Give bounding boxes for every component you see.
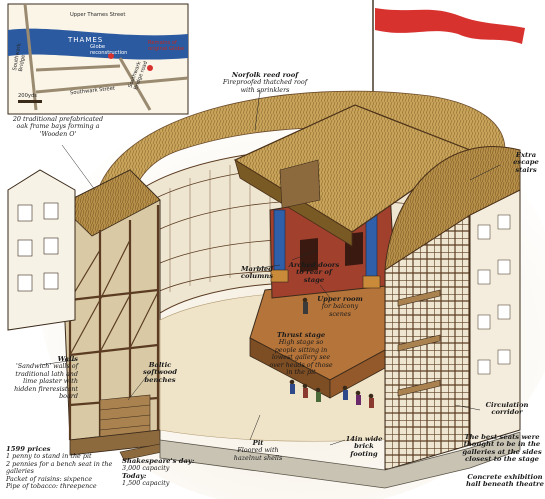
map-streets (23, 3, 189, 111)
label-thrust-desc: High stage so people sitting in lowest g… (269, 338, 333, 377)
label-upper-room-title: Upper room (317, 295, 363, 303)
price-line-3: Packet of raisins: sixpence (6, 474, 92, 483)
leader-lines (39, 89, 501, 446)
left-cutaway-bay (59, 169, 163, 461)
right-cutaway-tower (384, 189, 521, 471)
price-line-4: Pipe of tobacco: threepence (6, 482, 97, 491)
map-street-upper: Upper Thames Street (70, 12, 126, 18)
label-roof: Norfolk reed roof Fireproofed thatched r… (220, 71, 310, 94)
label-concrete-text: Concrete exhibition hall beneath theatre (466, 473, 544, 489)
label-walls-desc: 'Sandwich' walls of traditional lath and… (14, 362, 78, 401)
map-globe-label: Globe reconstruction (90, 44, 128, 56)
label-escape: Extra escape stairs (508, 151, 544, 174)
label-best-seats-text: The best seats were thought to be in the… (462, 433, 542, 464)
label-circulation: Circulation corridor (478, 401, 536, 417)
label-escape-title: Extra escape stairs (513, 151, 539, 174)
label-thrust-title: Thrust stage (276, 331, 326, 339)
upper-room-window (279, 159, 321, 209)
map-remains-label: Remains of original Globe (148, 40, 185, 52)
label-frame-bays: 20 traditional prefabricated oak frame b… (12, 115, 104, 138)
label-arched-title: Arched doors to rear of stage (288, 261, 340, 284)
capacity-then: 3,000 capacity (122, 464, 170, 473)
label-circulation-title: Circulation corridor (485, 401, 529, 417)
label-footing: 14in wide brick footing (342, 435, 386, 458)
price-line-1: 1 penny to stand in the pit (6, 452, 92, 461)
globe-marker (108, 53, 114, 59)
concrete-foundation (159, 431, 521, 489)
price-line-2: 2 pennies for a bench seat in the galler… (6, 459, 113, 476)
label-thrust-stage: Thrust stage High stage so people sittin… (268, 331, 334, 377)
label-roof-desc: Fireproofed thatched roof with sprinkler… (222, 78, 308, 94)
label-baltic-title: Baltic softwood benches (142, 361, 178, 384)
location-map (7, 3, 189, 115)
label-upper-room-desc: for balcony scenes (321, 302, 359, 318)
prices-box: 1599 prices 1 penny to stand in the pit … (6, 445, 118, 491)
label-arched: Arched doors to rear of stage (288, 261, 340, 284)
label-marbled: Marbled columns (236, 265, 278, 281)
right-ring-roof (384, 146, 521, 271)
label-upper-room: Upper room for balcony scenes (314, 295, 366, 318)
red-flag-banner (375, 8, 525, 44)
label-roof-title: Norfolk reed roof (231, 71, 299, 79)
label-marbled-title: Marbled columns (240, 265, 274, 281)
label-best-seats: The best seats were thought to be in the… (462, 433, 542, 464)
arched-door-left (300, 238, 318, 272)
river-thames (8, 28, 188, 60)
capacity-box: Shakespeare's day: 3,000 capacity Today:… (122, 457, 202, 488)
label-pit-desc: Floored with hazelnut shells (233, 446, 283, 462)
label-walls-title: Walls (57, 355, 78, 363)
prices-title: 1599 prices (6, 445, 51, 453)
marbled-columns (270, 207, 381, 289)
remains-marker (147, 65, 153, 71)
map-scale-bar (18, 100, 42, 103)
label-concrete: Concrete exhibition hall beneath theatre (466, 473, 544, 489)
label-baltic: Baltic softwood benches (136, 361, 184, 384)
label-pit: Pit Floored with hazelnut shells (228, 439, 288, 462)
label-pit-title: Pit (252, 439, 264, 447)
label-walls: Walls 'Sandwich' walls of traditional la… (2, 355, 78, 401)
capacity-today: 1,500 capacity (122, 479, 170, 488)
map-scale-label: 200yds (18, 93, 37, 99)
capacity-title: Shakespeare's day: (122, 457, 195, 465)
map-river-label: THAMES (68, 36, 104, 44)
groundlings (289, 297, 374, 408)
outer-wall-house (7, 169, 76, 331)
capacity-today-label: Today: (122, 471, 147, 480)
label-footing-title: 14in wide brick footing (345, 435, 383, 458)
